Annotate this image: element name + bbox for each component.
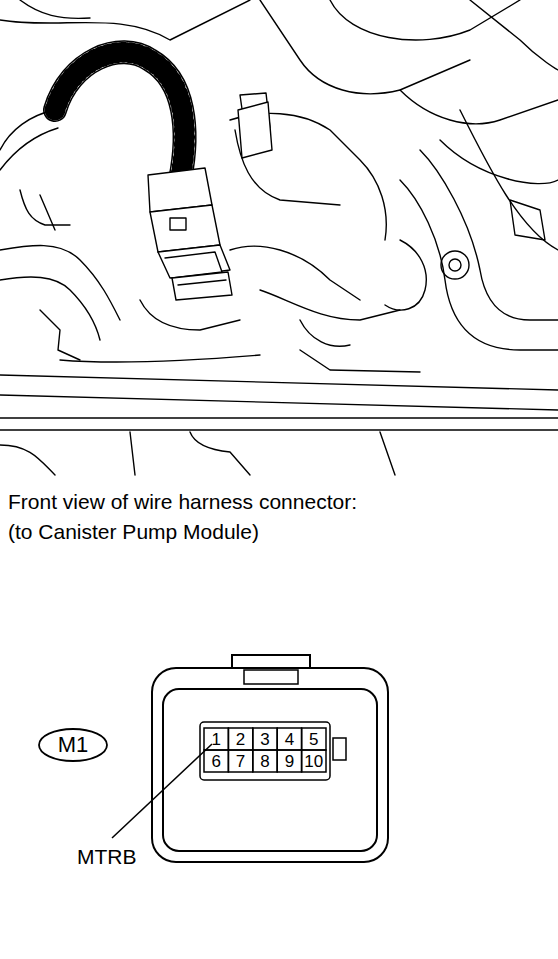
engine-illustration [0,0,558,475]
pin-cavity [253,750,277,772]
pin-number: 1 [211,731,220,748]
pin-number: 2 [236,731,245,748]
pin-number: 6 [211,753,220,770]
pin-cavity [204,750,228,772]
pin-number: 5 [309,731,318,748]
pin-cavities [204,728,326,772]
connector-front-view [152,655,388,862]
pin-cavity [253,728,277,750]
pin-number: 9 [285,753,294,770]
pin-number: 8 [260,753,269,770]
pin-cavity [228,750,252,772]
pin-cavity [277,750,301,772]
caption-line: Front view of wire harness connector: [8,491,357,512]
caption-line: (to Canister Pump Module) [8,521,259,542]
pin-cavity [204,728,228,750]
leader-line [112,744,212,838]
pin-cavity [228,728,252,750]
pin-number: 10 [304,753,323,770]
oval-shape [39,729,107,761]
pin-cavity [277,728,301,750]
connector-code-oval: M1 [38,728,108,762]
connector-code: M1 [38,728,108,762]
signal-name: MTRB [77,846,137,867]
pin-cavity [302,750,326,772]
pin-cavity [302,728,326,750]
pin-number: 3 [260,731,269,748]
pin-number: 4 [285,731,294,748]
pin-number: 7 [236,753,245,770]
